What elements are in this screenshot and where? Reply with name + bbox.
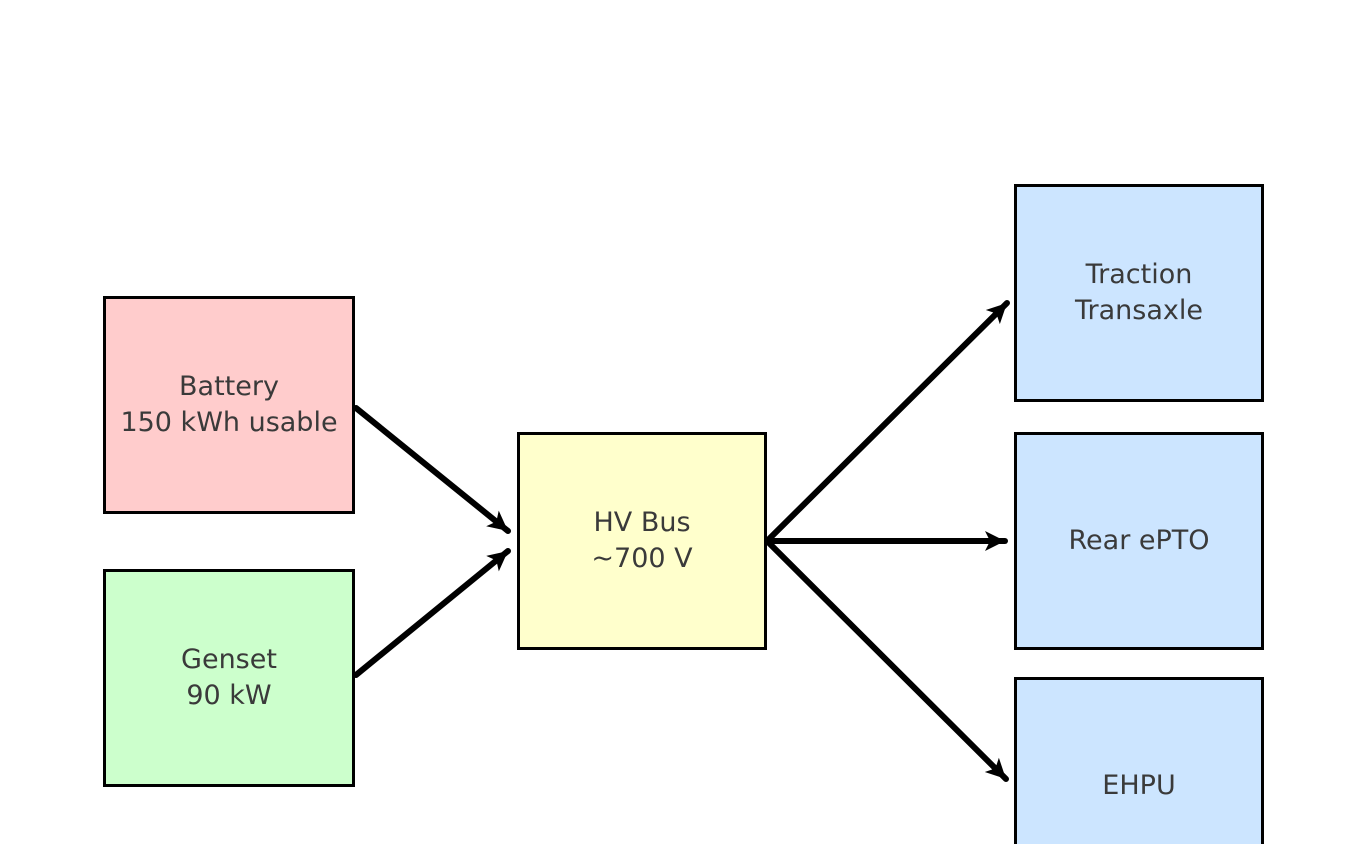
node-traction-transaxle-label: Traction Transaxle [1075, 259, 1203, 326]
node-genset-label: Genset 90 kW [181, 644, 277, 711]
node-rear-epto: Rear ePTO [1014, 432, 1264, 650]
node-ehpu: EHPU [1014, 677, 1264, 844]
node-rear-epto-label: Rear ePTO [1068, 525, 1210, 557]
node-hv-bus: HV Bus ~700 V [517, 432, 767, 650]
edge-hv-bus-to-traction-transaxle [765, 300, 1010, 543]
node-traction-transaxle: Traction Transaxle [1014, 184, 1264, 402]
edge-battery-to-hv-bus [353, 405, 511, 534]
node-battery: Battery 150 kWh usable [103, 296, 355, 514]
node-ehpu-label: EHPU [1102, 770, 1176, 802]
figure-area: Battery 150 kWh usable Genset 90 kW HV B… [103, 184, 1264, 844]
node-battery-label: Battery 150 kWh usable [120, 371, 338, 438]
node-hv-bus-label: HV Bus ~700 V [591, 507, 693, 574]
node-genset: Genset 90 kW [103, 569, 355, 787]
edge-hv-bus-to-ehpu [765, 539, 1009, 782]
edge-genset-to-hv-bus [353, 548, 511, 678]
